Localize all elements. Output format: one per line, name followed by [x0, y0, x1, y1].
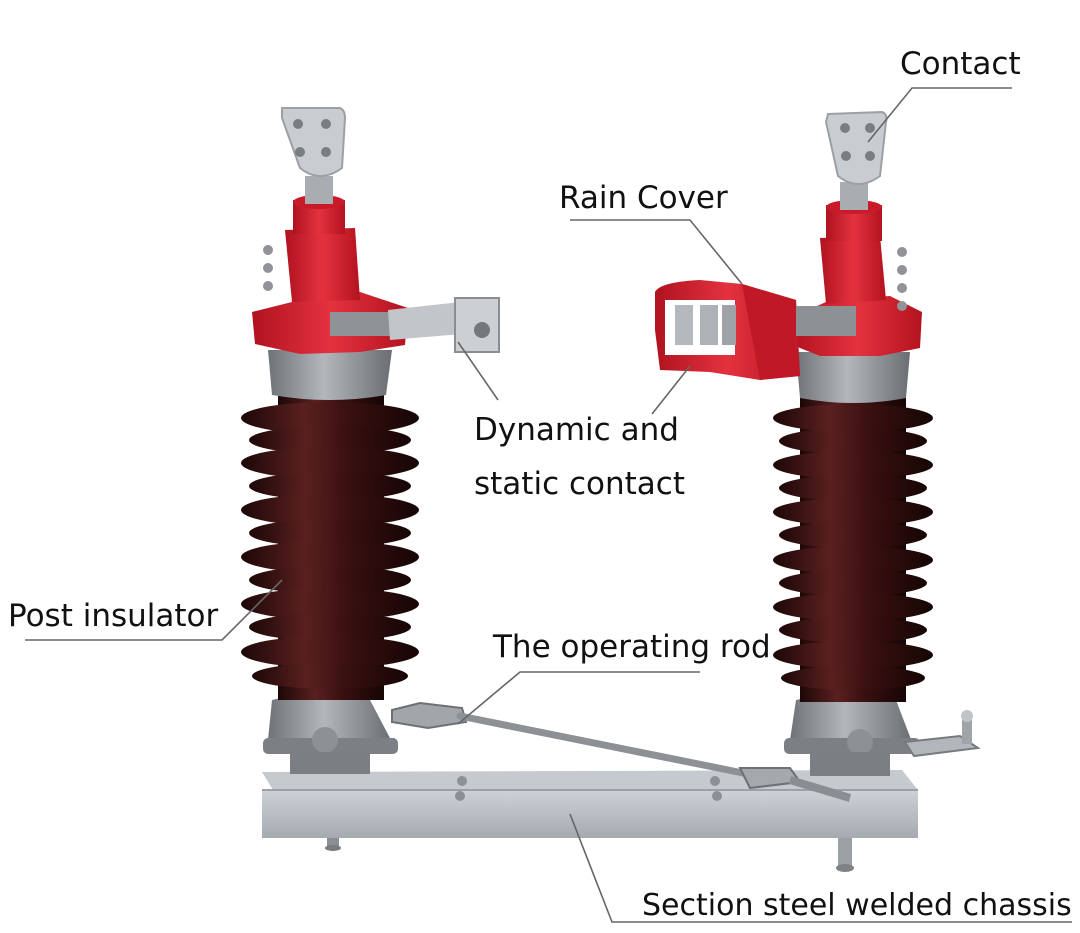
static-contact-rain-cover — [655, 280, 856, 380]
leader-line-static-contact — [651, 365, 691, 415]
leader-line-contact — [867, 87, 1012, 143]
leader-line-operating-rod — [457, 671, 700, 725]
label-dynamic-static-contact-line1: Dynamic and — [474, 412, 679, 448]
label-chassis: Section steel welded chassis — [642, 888, 1072, 923]
leader-line-dynamic-contact — [457, 341, 499, 401]
label-post-insulator: Post insulator — [8, 598, 219, 634]
label-operating-rod: The operating rod — [493, 629, 771, 665]
right-insulator-sheds — [773, 404, 933, 690]
left-insulator-sheds — [241, 402, 419, 689]
leader-line-post-insulator — [25, 579, 283, 641]
moving-contact-arm — [330, 297, 500, 353]
operating-linkage — [391, 701, 981, 802]
right-post — [655, 110, 933, 776]
left-post — [241, 107, 500, 774]
leader-line-rain-cover — [570, 219, 743, 285]
label-rain-cover: Rain Cover — [559, 180, 728, 216]
label-contact: Contact — [900, 46, 1021, 82]
label-dynamic-static-contact-line2: static contact — [474, 466, 685, 502]
leader-line-chassis — [569, 813, 1072, 923]
leader-lines — [25, 87, 1072, 923]
